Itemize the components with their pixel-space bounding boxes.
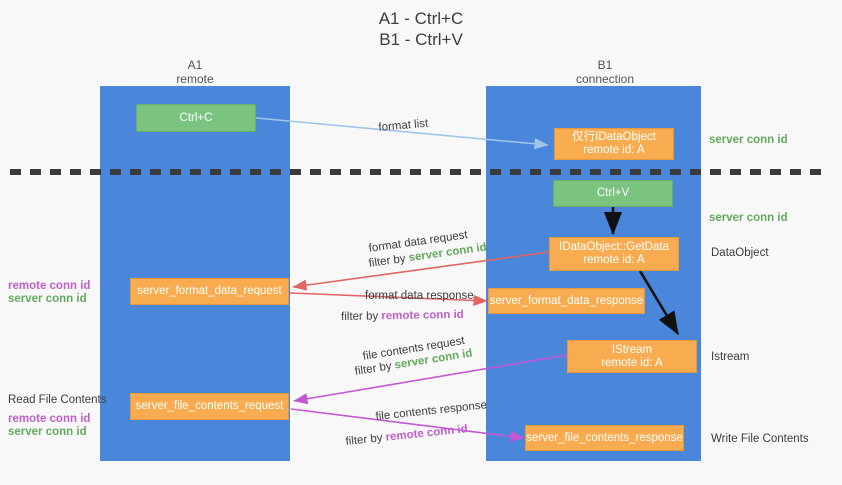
filter-key-remote-conn-id: remote conn id	[381, 308, 464, 323]
right-label-write-file-contents: Write File Contents	[711, 433, 809, 445]
lane-right-role: connection	[575, 72, 635, 86]
left-label-server-conn-id-lower: server conn id	[8, 426, 87, 438]
filter-prefix: filter by	[341, 310, 382, 323]
box-server-file-contents-request[interactable]: server_file_contents_request	[130, 393, 289, 420]
box-istream[interactable]: IStream remote id: A	[567, 340, 697, 373]
flow-label-format-data-response: format data response	[365, 290, 474, 302]
lane-right-name: B1	[597, 58, 613, 72]
right-label-istream: Istream	[711, 351, 750, 363]
box-server-file-contents-response[interactable]: server_file_contents_response	[525, 425, 684, 451]
box-server-format-data-request-label: server_format_data_request	[137, 285, 282, 297]
box-server-file-contents-request-label: server_file_contents_request	[135, 400, 284, 412]
box-ctrl-v-label: Ctrl+V	[596, 187, 630, 199]
box-idataobject-id: remote id: A	[583, 144, 645, 156]
box-istream-id: remote id: A	[601, 356, 663, 369]
left-label-read-file-contents: Read File Contents	[8, 394, 107, 406]
flow-label-format-data-response-text: format data response	[365, 290, 474, 302]
box-idataobject-title: 仅行IDataObject	[572, 131, 656, 143]
box-server-format-data-request[interactable]: server_format_data_request	[130, 278, 289, 305]
box-server-format-data-response[interactable]: server_format_data_response	[488, 288, 645, 314]
box-getdata-title: IDataObject::GetData	[559, 241, 669, 253]
box-idataobject[interactable]: 仅行IDataObject remote id: A	[554, 128, 674, 160]
box-idataobject-getdata[interactable]: IDataObject::GetData remote id: A	[549, 237, 679, 271]
right-label-server-conn-id-mid: server conn id	[709, 212, 788, 224]
box-server-file-contents-response-label: server_file_contents_response	[526, 431, 683, 444]
right-label-dataobject: DataObject	[711, 247, 769, 259]
diagram-title: A1 - Ctrl+C B1 - Ctrl+V	[0, 8, 842, 50]
box-ctrl-c[interactable]: Ctrl+C	[136, 104, 256, 132]
lane-header-left: A1 remote	[95, 58, 295, 86]
box-ctrl-c-label: Ctrl+C	[179, 111, 213, 124]
arrow-format-list	[255, 117, 549, 150]
left-label-remote-conn-id-lower: remote conn id	[8, 413, 91, 425]
arrow-format-data-response	[289, 292, 488, 307]
lane-left-role: remote	[176, 72, 214, 86]
left-label-remote-conn-id-upper: remote conn id	[8, 280, 91, 292]
lane-header-right: B1 connection	[505, 58, 705, 86]
title-line-2: B1 - Ctrl+V	[379, 30, 463, 49]
arrow-format-data-request	[292, 251, 550, 291]
lane-left-name: A1	[187, 58, 203, 72]
box-server-format-data-response-label: server_format_data_response	[489, 294, 644, 307]
flow-label-format-data-response-filter: filter by remote conn id	[341, 309, 464, 323]
arrow-file-contents-response	[290, 408, 525, 442]
arrow-getdata-to-istream	[638, 270, 680, 336]
left-label-server-conn-id-upper: server conn id	[8, 293, 87, 305]
title-line-1: A1 - Ctrl+C	[378, 9, 464, 28]
right-label-server-conn-id-top: server conn id	[709, 134, 788, 146]
box-getdata-id: remote id: A	[583, 254, 645, 266]
arrow-file-contents-request	[293, 354, 568, 405]
box-ctrl-v[interactable]: Ctrl+V	[553, 180, 673, 207]
box-istream-title: IStream	[611, 343, 653, 356]
